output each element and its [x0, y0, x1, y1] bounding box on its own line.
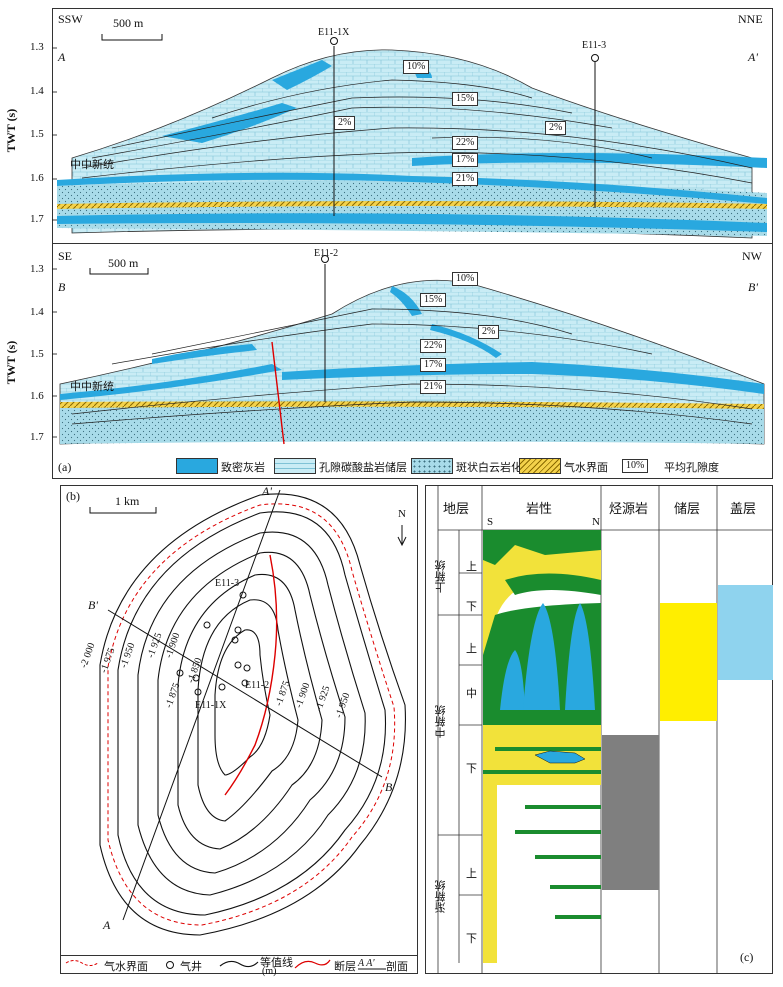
stage-label: 下 — [466, 601, 477, 613]
well-label: E11-1X — [318, 27, 350, 38]
column-header: 岩性 — [526, 501, 553, 516]
column-header: 烃源岩 — [609, 501, 649, 516]
series-label: 渐新统 — [435, 880, 447, 913]
section-a-left-direction: SSW — [58, 12, 83, 26]
panel-b-tag: (b) — [66, 489, 80, 503]
section-b-y-tick: 1.3 — [30, 263, 44, 275]
map-legend-icons — [65, 959, 386, 970]
stratigraphic-column — [437, 485, 773, 974]
section-b-right-direction: NW — [742, 249, 762, 263]
porosity-label: 10% — [452, 272, 479, 286]
section-a-scale-label: 500 m — [113, 16, 144, 30]
porosity-label: 22% — [420, 339, 447, 353]
section-b-left-label: B — [58, 280, 66, 294]
section-a-y-tick: 1.4 — [30, 85, 44, 97]
stage-label: 下 — [466, 933, 477, 945]
legend-label: 斑状白云岩化 — [456, 462, 522, 474]
stage-label: 下 — [466, 763, 477, 775]
section-b-drawing — [52, 255, 765, 445]
section-end-label: B' — [88, 598, 98, 612]
section-a-y-tick: 1.7 — [30, 213, 44, 225]
map-legend-label: 等值线 — [260, 957, 293, 969]
porosity-label: 15% — [420, 293, 447, 307]
well-label: E11-1X — [195, 700, 227, 711]
section-end-label: A' — [262, 484, 272, 498]
stage-label: 上 — [466, 643, 477, 655]
section-b-y-tick: 1.6 — [30, 390, 44, 402]
map-legend-label: 气水界面 — [104, 961, 148, 973]
section-a-y-tick: 1.3 — [30, 41, 44, 53]
legend-porosity-sample: 10% — [622, 459, 649, 473]
section-a-y-tick: 1.5 — [30, 128, 44, 140]
well-label: E11-2 — [245, 680, 270, 691]
section-b-y-tick: 1.5 — [30, 348, 44, 360]
legend-label: 孔隙碳酸盐岩储层 — [319, 462, 407, 474]
map-legend-label: 气井 — [180, 961, 202, 973]
stage-label: 上 — [466, 868, 477, 880]
porosity-label: 17% — [420, 358, 447, 372]
section-a-y-tick: 1.6 — [30, 172, 44, 184]
section-a-right-direction: NNE — [738, 12, 763, 26]
section-b-left-direction: SE — [58, 249, 73, 263]
section-b-scale-label: 500 m — [108, 256, 139, 270]
legend-label: 致密灰岩 — [221, 462, 265, 474]
porosity-label: 2% — [545, 121, 567, 135]
section-a-drawing — [52, 34, 767, 239]
section-b-y-tick: 1.7 — [30, 431, 44, 443]
column-header: 储层 — [674, 501, 701, 516]
legend-swatch-porous-carbonate — [274, 458, 316, 474]
map-scale-label: 1 km — [115, 494, 140, 508]
panel-c — [425, 485, 773, 974]
panel-b — [60, 485, 418, 974]
stage-label: 中 — [466, 688, 477, 700]
well-label: E11-3 — [215, 578, 240, 589]
litho-end-label: N — [592, 516, 600, 528]
series-label: 上新统 — [435, 560, 447, 593]
section-end-label: B — [385, 780, 393, 794]
section-b-right-label: B' — [748, 280, 758, 294]
north-label: N — [398, 508, 406, 520]
section-b-y-tick: 1.4 — [30, 306, 44, 318]
porosity-label: 21% — [420, 380, 447, 394]
porosity-label: 21% — [452, 172, 479, 186]
porosity-label: 15% — [452, 92, 479, 106]
column-header: 盖层 — [730, 501, 757, 516]
legend-swatch-dolomitization — [411, 458, 453, 474]
map-legend-label: 剖面 — [386, 961, 408, 973]
porosity-label: 2% — [478, 325, 500, 339]
legend-label: 平均孔隙度 — [664, 462, 719, 474]
well-label: E11-2 — [314, 248, 339, 259]
section-end-label: A — [103, 918, 111, 932]
formation-label: 中中新统 — [70, 381, 114, 393]
map-legend-divider — [60, 955, 418, 956]
legend-swatch-tight-limestone — [176, 458, 218, 474]
map-legend-label: 断层 — [334, 961, 356, 973]
section-a-left-label: A — [58, 50, 66, 64]
series-label: 中新统 — [435, 705, 447, 738]
section-a-y-axis-label: TWT (s) — [4, 108, 19, 153]
well-label: E11-3 — [582, 40, 607, 51]
panel-a-tag: (a) — [58, 460, 72, 474]
legend-label: 气水界面 — [564, 462, 608, 474]
column-header: 地层 — [443, 501, 470, 516]
porosity-label: 17% — [452, 153, 479, 167]
litho-end-label: S — [487, 516, 494, 528]
section-a-right-label: A' — [748, 50, 758, 64]
panel-a-divider — [52, 243, 773, 244]
porosity-label: 22% — [452, 136, 479, 150]
section-b-y-axis-label: TWT (s) — [4, 340, 19, 385]
porosity-label: 2% — [334, 116, 356, 130]
legend-swatch-gwc — [519, 458, 561, 474]
structure-map — [89, 489, 407, 936]
formation-label: 中中新统 — [70, 159, 114, 171]
stage-label: 上 — [466, 561, 477, 573]
map-legend-section: A A' — [358, 958, 375, 969]
map-legend-label: (m) — [262, 966, 277, 977]
panel-c-tag: (c) — [740, 950, 754, 964]
porosity-label: 10% — [403, 60, 430, 74]
